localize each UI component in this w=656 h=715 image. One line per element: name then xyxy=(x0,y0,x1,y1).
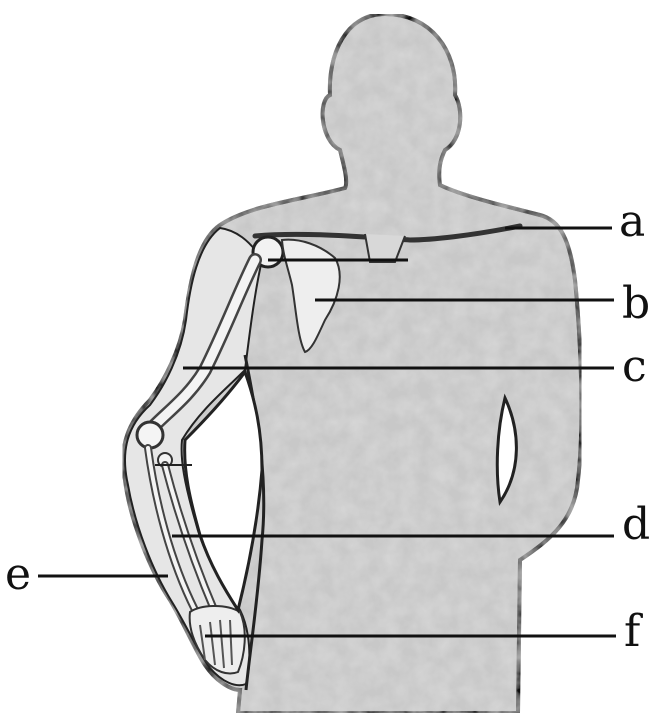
hand-bones xyxy=(190,606,245,674)
label-f: f xyxy=(624,610,640,654)
label-d: d xyxy=(622,503,650,547)
elbow-joint xyxy=(137,422,163,448)
label-a: a xyxy=(619,200,645,244)
label-e: e xyxy=(5,553,31,597)
label-c: c xyxy=(622,345,647,389)
label-b: b xyxy=(622,282,650,326)
